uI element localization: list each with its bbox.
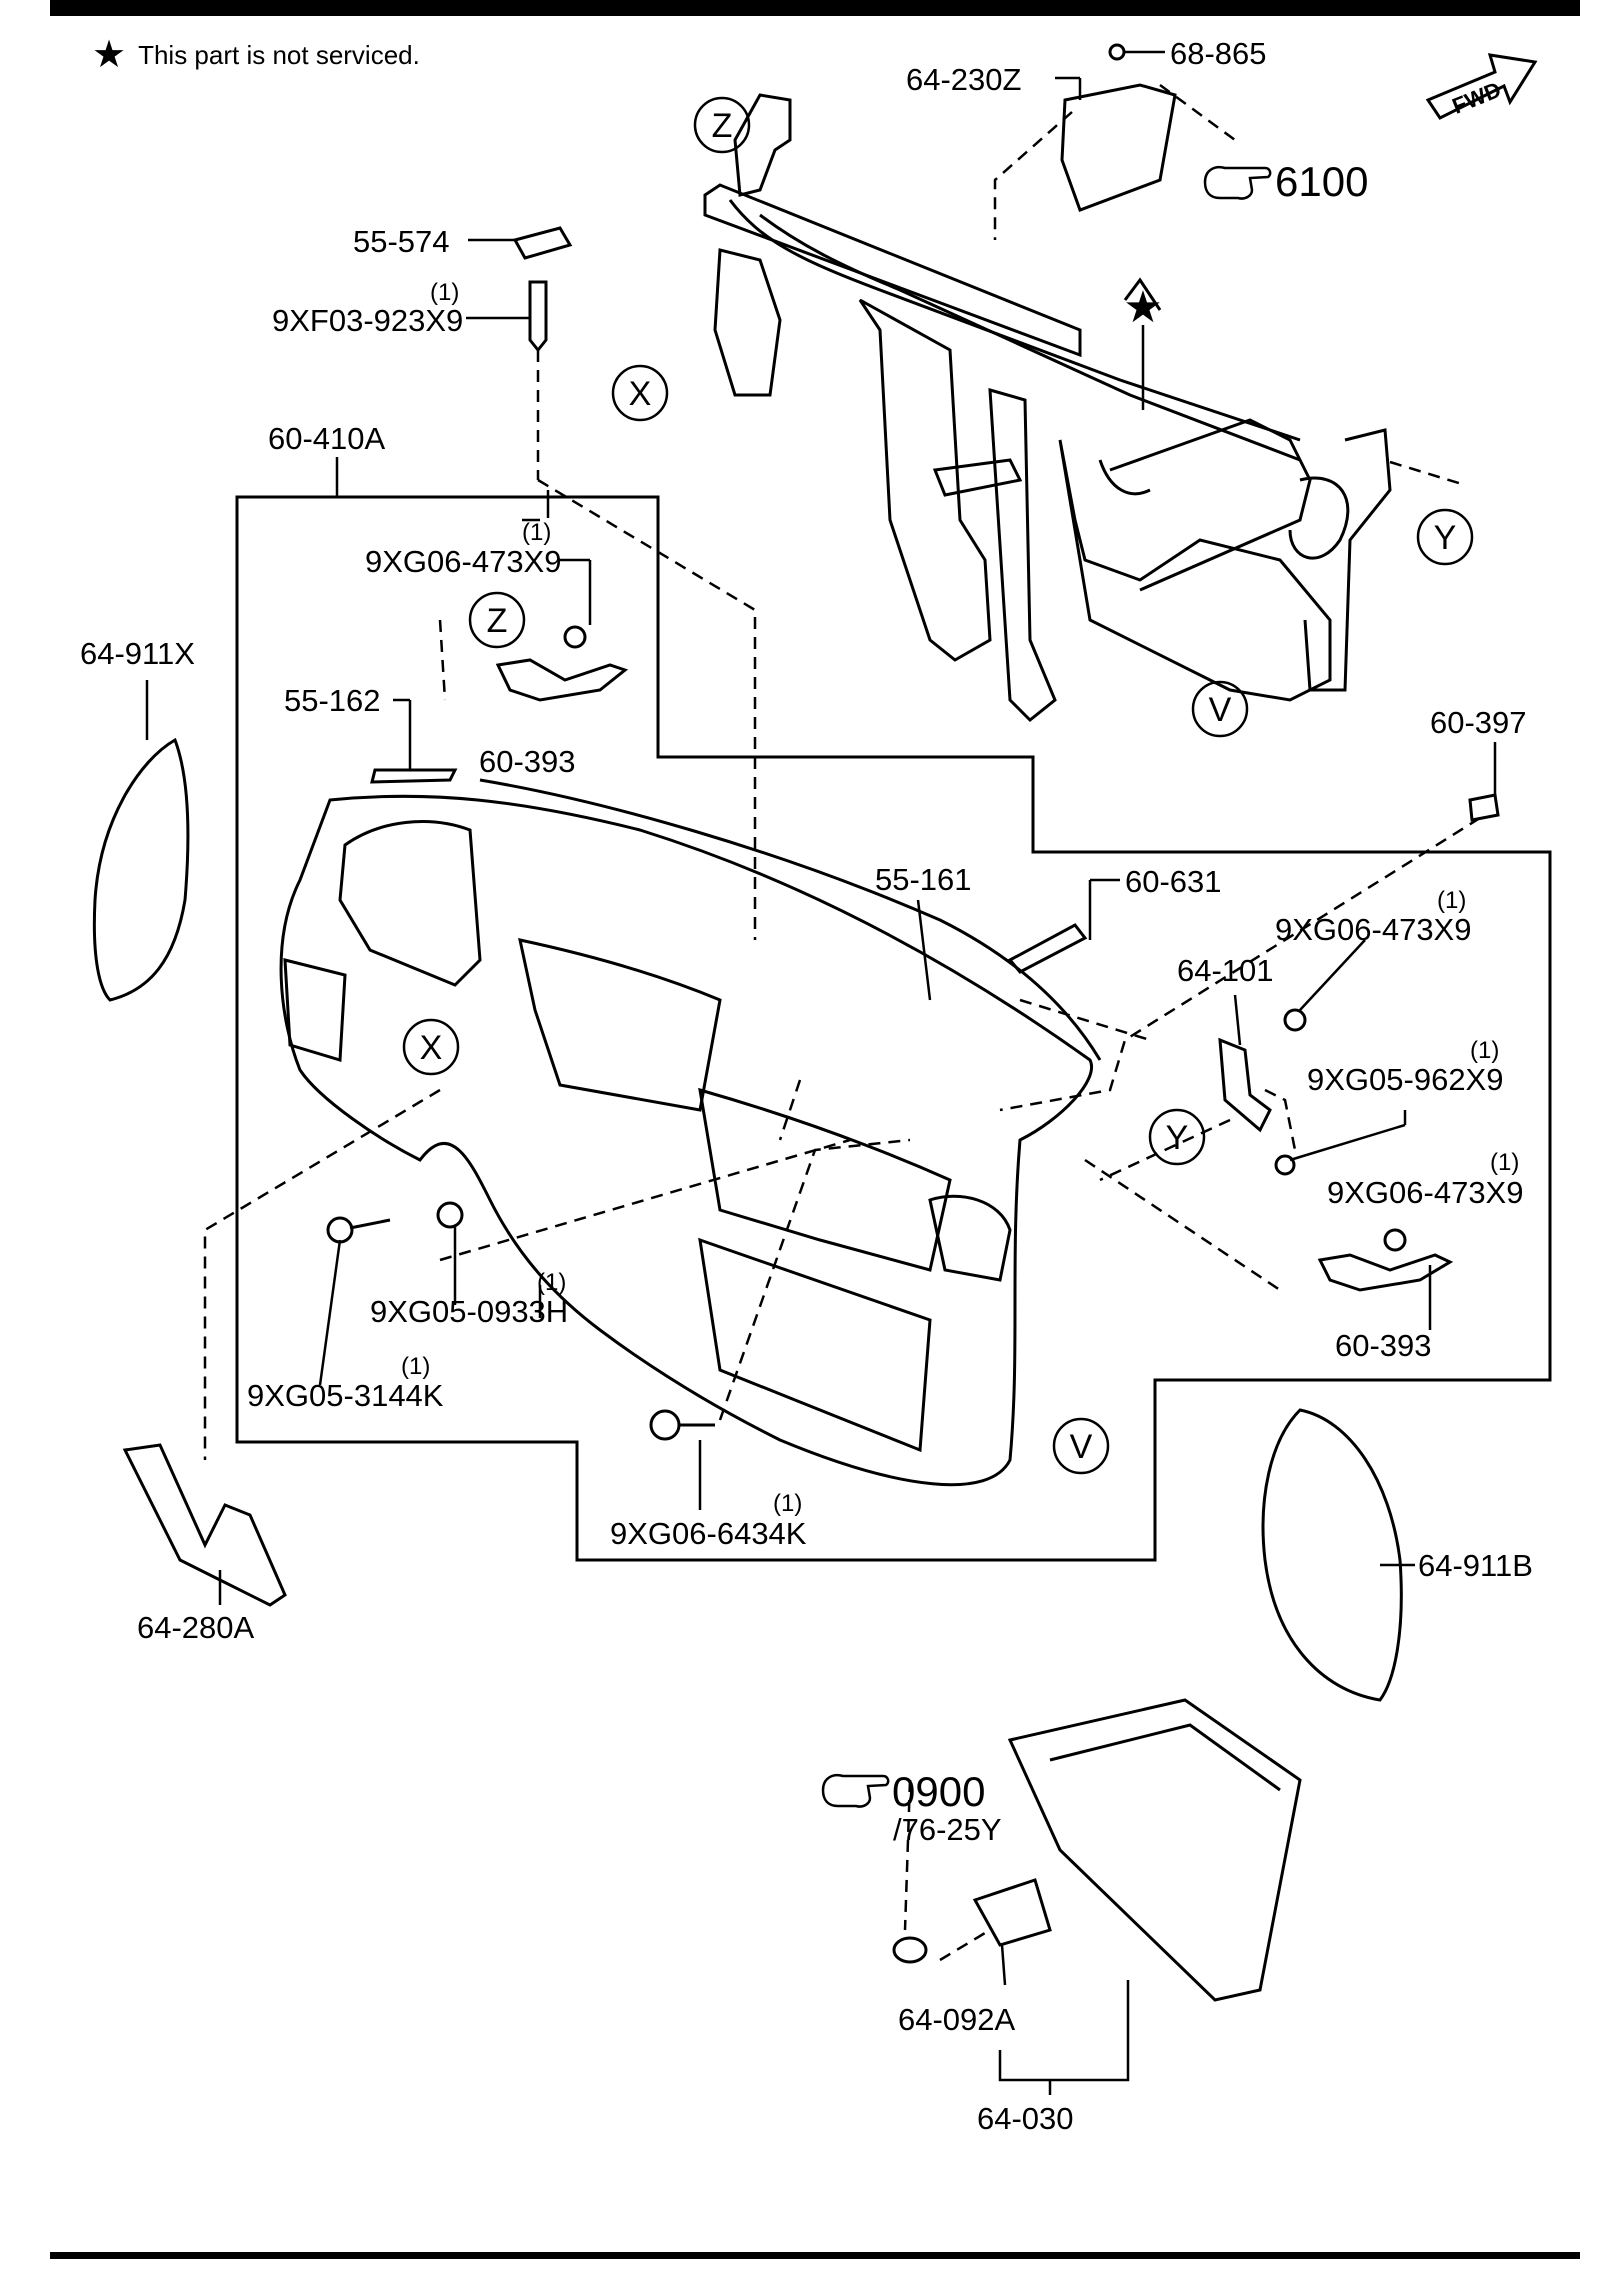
bracket-60-393-a-shape [495, 658, 629, 702]
trim-64-911x-shape [92, 737, 190, 1002]
label-64-230z: 64-230Z [906, 62, 1021, 97]
clip-55-574-shape [512, 226, 573, 260]
qty-9xf03-923x9: (1) [430, 279, 459, 306]
callout-x-lower [402, 1018, 460, 1076]
qty-9xg06-473x9-b: (1) [1437, 887, 1466, 914]
top-border [50, 0, 1580, 16]
bracket-60-393-b-shape [1317, 1253, 1454, 1292]
qty-9xg06-473x9-a: (1) [522, 519, 551, 546]
screw-9xg06-473-b-shape [1283, 1008, 1307, 1032]
bottom-border [50, 2252, 1580, 2259]
callout-x-top-label: X [629, 375, 652, 413]
star-icon: ★ [92, 34, 127, 76]
callout-v-top-label: V [1209, 691, 1232, 729]
callout-z-top-label: Z [712, 107, 733, 145]
label-9xg06-6434k: 9XG06-6434K [610, 1516, 807, 1551]
screw-9xg06-473-a-shape [563, 625, 587, 649]
not-serviced-star-icon: ★ [1123, 283, 1162, 332]
strip-55-162-shape [370, 768, 458, 784]
assembly-60-410a-outline [235, 495, 1552, 1562]
label-64-280a: 64-280A [137, 1610, 255, 1645]
reference-dashed-lines [203, 83, 1481, 1962]
label-64-911x: 64-911X [80, 636, 195, 671]
trim-64-911b-shape [1261, 1408, 1403, 1702]
label-60-393-a: 60-393 [479, 744, 576, 779]
bracket-64-101-shape [1218, 1037, 1272, 1133]
callout-z-lower [468, 591, 526, 649]
qty-9xg06-6434k: (1) [773, 1490, 802, 1517]
label-9xf03-923x9: 9XF03-923X9 [272, 303, 463, 338]
callout-v-lower [1052, 1417, 1110, 1475]
clip-68-865-shape [1108, 43, 1126, 61]
label-55-161: 55-161 [875, 862, 972, 897]
callout-y-lower [1148, 1108, 1206, 1166]
label-60-397: 60-397 [1430, 705, 1527, 740]
not-serviced-note: ★ This part is not serviced. [92, 36, 420, 74]
note-text: This part is not serviced. [138, 39, 420, 70]
clip-60-631-shape [1007, 923, 1088, 974]
callout-y-top-label: Y [1434, 519, 1457, 557]
qty-9xg05-0933h: (1) [537, 1269, 566, 1296]
label-64-101: 64-101 [1177, 953, 1274, 988]
label-64-030: 64-030 [977, 2101, 1074, 2136]
label-9xg06-473x9-c: 9XG06-473X9 [1327, 1175, 1523, 1210]
label-64-092a: 64-092A [898, 2002, 1016, 2037]
qty-9xg05-962x9: (1) [1470, 1037, 1499, 1064]
callout-x-top [611, 364, 669, 422]
ref-6100: 6100 [1275, 158, 1368, 205]
callout-x-lower-label: X [420, 1029, 443, 1067]
callout-z-lower-label: Z [487, 602, 508, 640]
leader-lines [145, 50, 1497, 2095]
label-55-162: 55-162 [284, 683, 381, 718]
bolt-9xf03-shape [528, 280, 548, 353]
label-9xg05-3144k: 9XG05-3144K [247, 1378, 444, 1413]
label-60-631: 60-631 [1125, 864, 1222, 899]
glove-box-shape [1007, 1698, 1302, 2002]
screw-9xg06-6434k-shape [649, 1409, 681, 1441]
label-68-865: 68-865 [1170, 36, 1267, 71]
screw-9xg05-962-shape [1274, 1154, 1296, 1176]
bracket-64-230z-shape [1060, 83, 1177, 212]
nut-9xg05-0933h-shape [436, 1201, 464, 1229]
label-64-911b: 64-911B [1418, 1548, 1533, 1583]
qty-9xg05-3144k: (1) [401, 1353, 430, 1380]
callout-z-top [693, 96, 751, 154]
dashboard-panel [279, 778, 1102, 1487]
trim-64-280a-shape [122, 1443, 287, 1607]
label-60-410a: 60-410A [268, 421, 386, 456]
label-9xg05-0933h: 9XG05-0933H [370, 1294, 568, 1329]
label-9xg05-962x9: 9XG05-962X9 [1307, 1062, 1503, 1097]
label-9xg06-473x9-a: 9XG06-473X9 [365, 544, 561, 579]
callout-y-lower-label: Y [1166, 1119, 1189, 1157]
bumper-76-25y-shape [892, 1936, 928, 1964]
latch-64-092a-shape [972, 1878, 1052, 1947]
label-9xg06-473x9-b: 9XG06-473X9 [1275, 912, 1471, 947]
ref-0900: 0900 [892, 1768, 985, 1815]
fwd-arrow-icon: FWD [1425, 53, 1538, 120]
screw-9xg05-3144k-shape [326, 1216, 354, 1244]
clip-60-397-shape [1468, 793, 1500, 822]
screw-9xg06-473-c-shape [1383, 1228, 1407, 1252]
label-76-25y: /76-25Y [893, 1812, 1002, 1847]
callout-v-lower-label: V [1070, 1428, 1093, 1466]
cross-member-frame [703, 93, 1392, 723]
label-55-574: 55-574 [353, 224, 450, 259]
pointing-hand-icon [821, 1773, 890, 1808]
pointing-hand-icon [1203, 165, 1272, 200]
callout-v-top [1191, 680, 1249, 738]
qty-9xg06-473x9-c: (1) [1490, 1149, 1519, 1176]
callout-y-top [1416, 508, 1474, 566]
label-60-393-b: 60-393 [1335, 1328, 1432, 1363]
